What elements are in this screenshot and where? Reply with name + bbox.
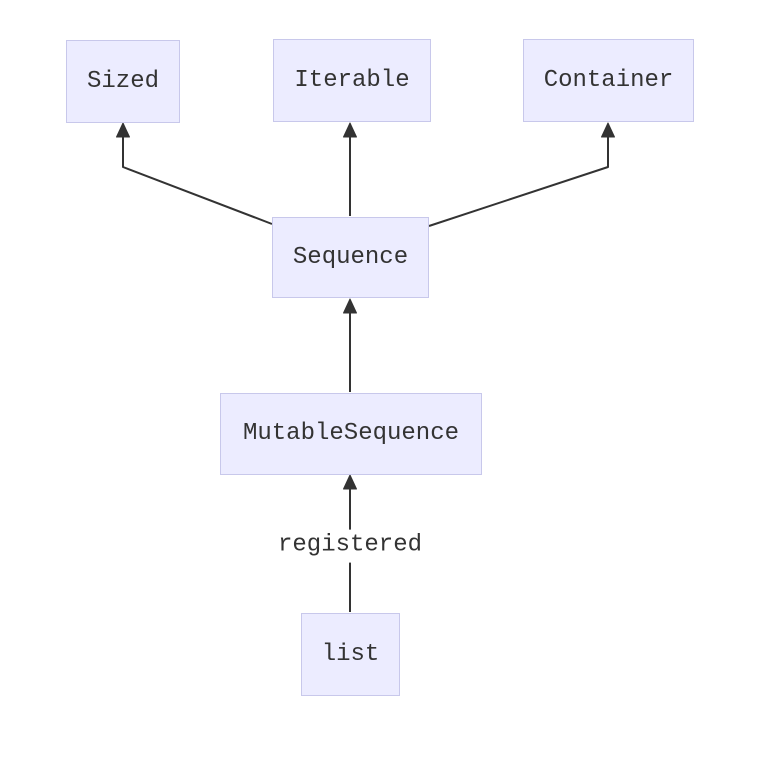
node-mutablesequence: MutableSequence	[220, 393, 482, 475]
arrowhead-icon	[343, 298, 357, 314]
edge-sequence-to-container	[428, 122, 615, 227]
edge-sequence-to-sized	[116, 122, 273, 225]
edge-line	[122, 136, 273, 225]
node-label: list	[321, 640, 380, 668]
node-label: MutableSequence	[242, 420, 460, 447]
node-label: Iterable	[294, 66, 410, 94]
edge-label-registered: registered	[274, 529, 426, 563]
arrowhead-icon	[116, 122, 130, 138]
node-label: Sized	[86, 67, 159, 95]
edge-line	[428, 136, 609, 227]
node-label: Sequence	[292, 243, 409, 271]
node-iterable: Iterable	[273, 39, 431, 122]
arrowhead-icon	[601, 122, 615, 138]
node-list: list	[301, 613, 400, 696]
edge-sequence-to-iterable	[343, 122, 357, 216]
edge-mutablesequence-to-sequence	[343, 298, 357, 392]
arrowhead-icon	[343, 122, 357, 138]
node-container: Container	[523, 39, 694, 122]
node-sized: Sized	[66, 40, 180, 123]
arrowhead-icon	[343, 474, 357, 490]
node-label: Container	[543, 66, 674, 94]
node-sequence: Sequence	[272, 217, 429, 298]
